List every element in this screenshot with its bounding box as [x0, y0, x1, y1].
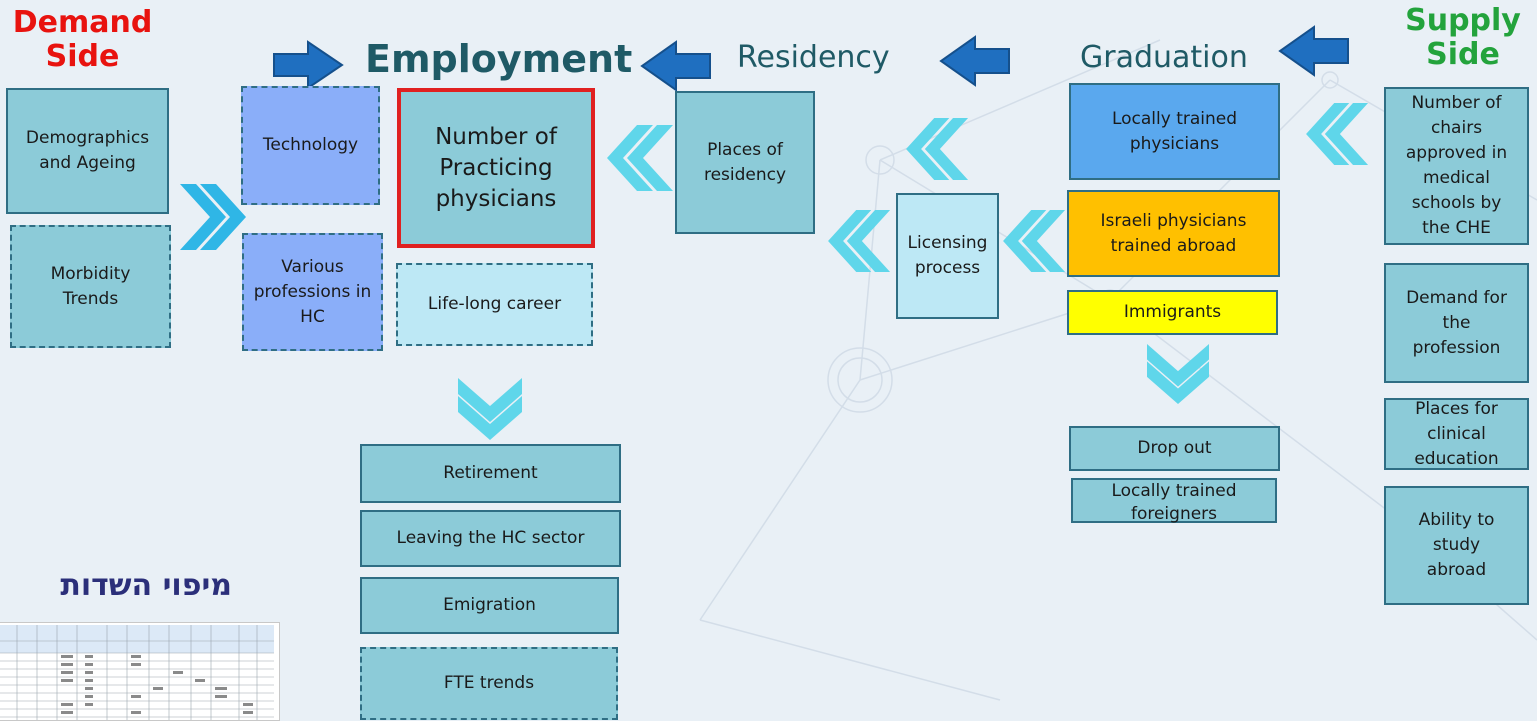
graduation-title: Graduation [1080, 40, 1248, 75]
double-chevron-down-icon [1147, 343, 1209, 404]
practicing-physicians-box: Number of Practicing physicians [397, 88, 595, 248]
left-arrow-icon [939, 35, 1010, 87]
right-arrow-icon [273, 40, 344, 90]
licensing-text: Licensing process [907, 233, 988, 278]
leaving-hc-text: Leaving the HC sector [396, 528, 585, 548]
double-chevron-right-icon [180, 184, 246, 250]
retirement-box: Retirement [360, 444, 621, 503]
spreadsheet-thumbnail [0, 622, 280, 721]
dropout-box: Drop out [1069, 426, 1280, 471]
professions-box: Various professions in HC [242, 233, 383, 351]
demographics-box: Demographics and Ageing [6, 88, 169, 214]
supply-label-line2: Side [1426, 37, 1500, 72]
immigrants-text: Immigrants [1123, 302, 1222, 322]
career-box: Life-long career [396, 263, 593, 346]
chairs-box: Number of chairs approved in medical sch… [1384, 87, 1529, 245]
demand-label-line1: Demand [12, 5, 153, 40]
left-arrow-icon [640, 40, 711, 92]
study-abroad-text: Ability to study abroad [1418, 510, 1495, 580]
dropout-text: Drop out [1137, 438, 1212, 458]
places-residency-text: Places of residency [703, 139, 787, 185]
study-abroad-box: Ability to study abroad [1384, 486, 1529, 605]
double-chevron-left-icon [607, 125, 673, 191]
fte-trends-text: FTE trends [443, 673, 535, 693]
clinical-education-box: Places for clinical education [1384, 398, 1529, 470]
trained-abroad-box: Israeli physicians trained abroad [1067, 190, 1280, 277]
foreigners-box: Locally trained foreigners [1071, 478, 1277, 524]
supply-side-label: Supply Side [1388, 4, 1537, 72]
chairs-text: Number of chairs approved in medical sch… [1405, 93, 1508, 238]
double-chevron-left-icon [1306, 103, 1369, 165]
emigration-box: Emigration [360, 577, 619, 634]
immigrants-box: Immigrants [1067, 290, 1278, 335]
residency-title: Residency [737, 40, 890, 75]
mapping-title: מיפוי השדות [60, 568, 232, 603]
locally-trained-text: Locally trained physicians [1111, 108, 1238, 154]
demand-side-label: Demand Side [0, 6, 165, 74]
trained-abroad-text: Israeli physicians trained abroad [1100, 210, 1247, 256]
foreigners-text: Locally trained foreigners [1111, 481, 1237, 524]
employment-title: Employment [365, 37, 633, 81]
fte-trends-box: FTE trends [360, 647, 618, 720]
career-text: Life-long career [427, 294, 562, 314]
demographics-text: Demographics and Ageing [25, 128, 150, 173]
morbidity-box: Morbidity Trends [10, 225, 171, 348]
practicing-physicians-text: Number of Practicing physicians [435, 123, 557, 212]
emigration-text: Emigration [443, 595, 536, 615]
leaving-hc-box: Leaving the HC sector [360, 510, 621, 567]
locally-trained-box: Locally trained physicians [1069, 83, 1280, 180]
double-chevron-left-icon [828, 210, 891, 272]
double-chevron-down-icon [458, 378, 522, 440]
retirement-text: Retirement [443, 463, 538, 483]
professions-text: Various professions in HC [253, 256, 372, 327]
morbidity-text: Morbidity Trends [50, 263, 131, 309]
technology-text: Technology [262, 135, 359, 155]
clinical-education-text: Places for clinical education [1414, 398, 1499, 469]
demand-label-line2: Side [45, 39, 120, 74]
spreadsheet-icon [0, 625, 274, 720]
licensing-box: Licensing process [896, 193, 999, 319]
double-chevron-left-icon [906, 118, 969, 180]
demand-profession-box: Demand for the profession [1384, 263, 1529, 383]
double-chevron-left-icon [1003, 210, 1066, 272]
places-residency-box: Places of residency [675, 91, 815, 234]
demand-profession-text: Demand for the profession [1406, 287, 1507, 358]
left-arrow-icon [1278, 25, 1349, 77]
supply-label-line1: Supply [1405, 3, 1521, 38]
technology-box: Technology [241, 86, 380, 205]
